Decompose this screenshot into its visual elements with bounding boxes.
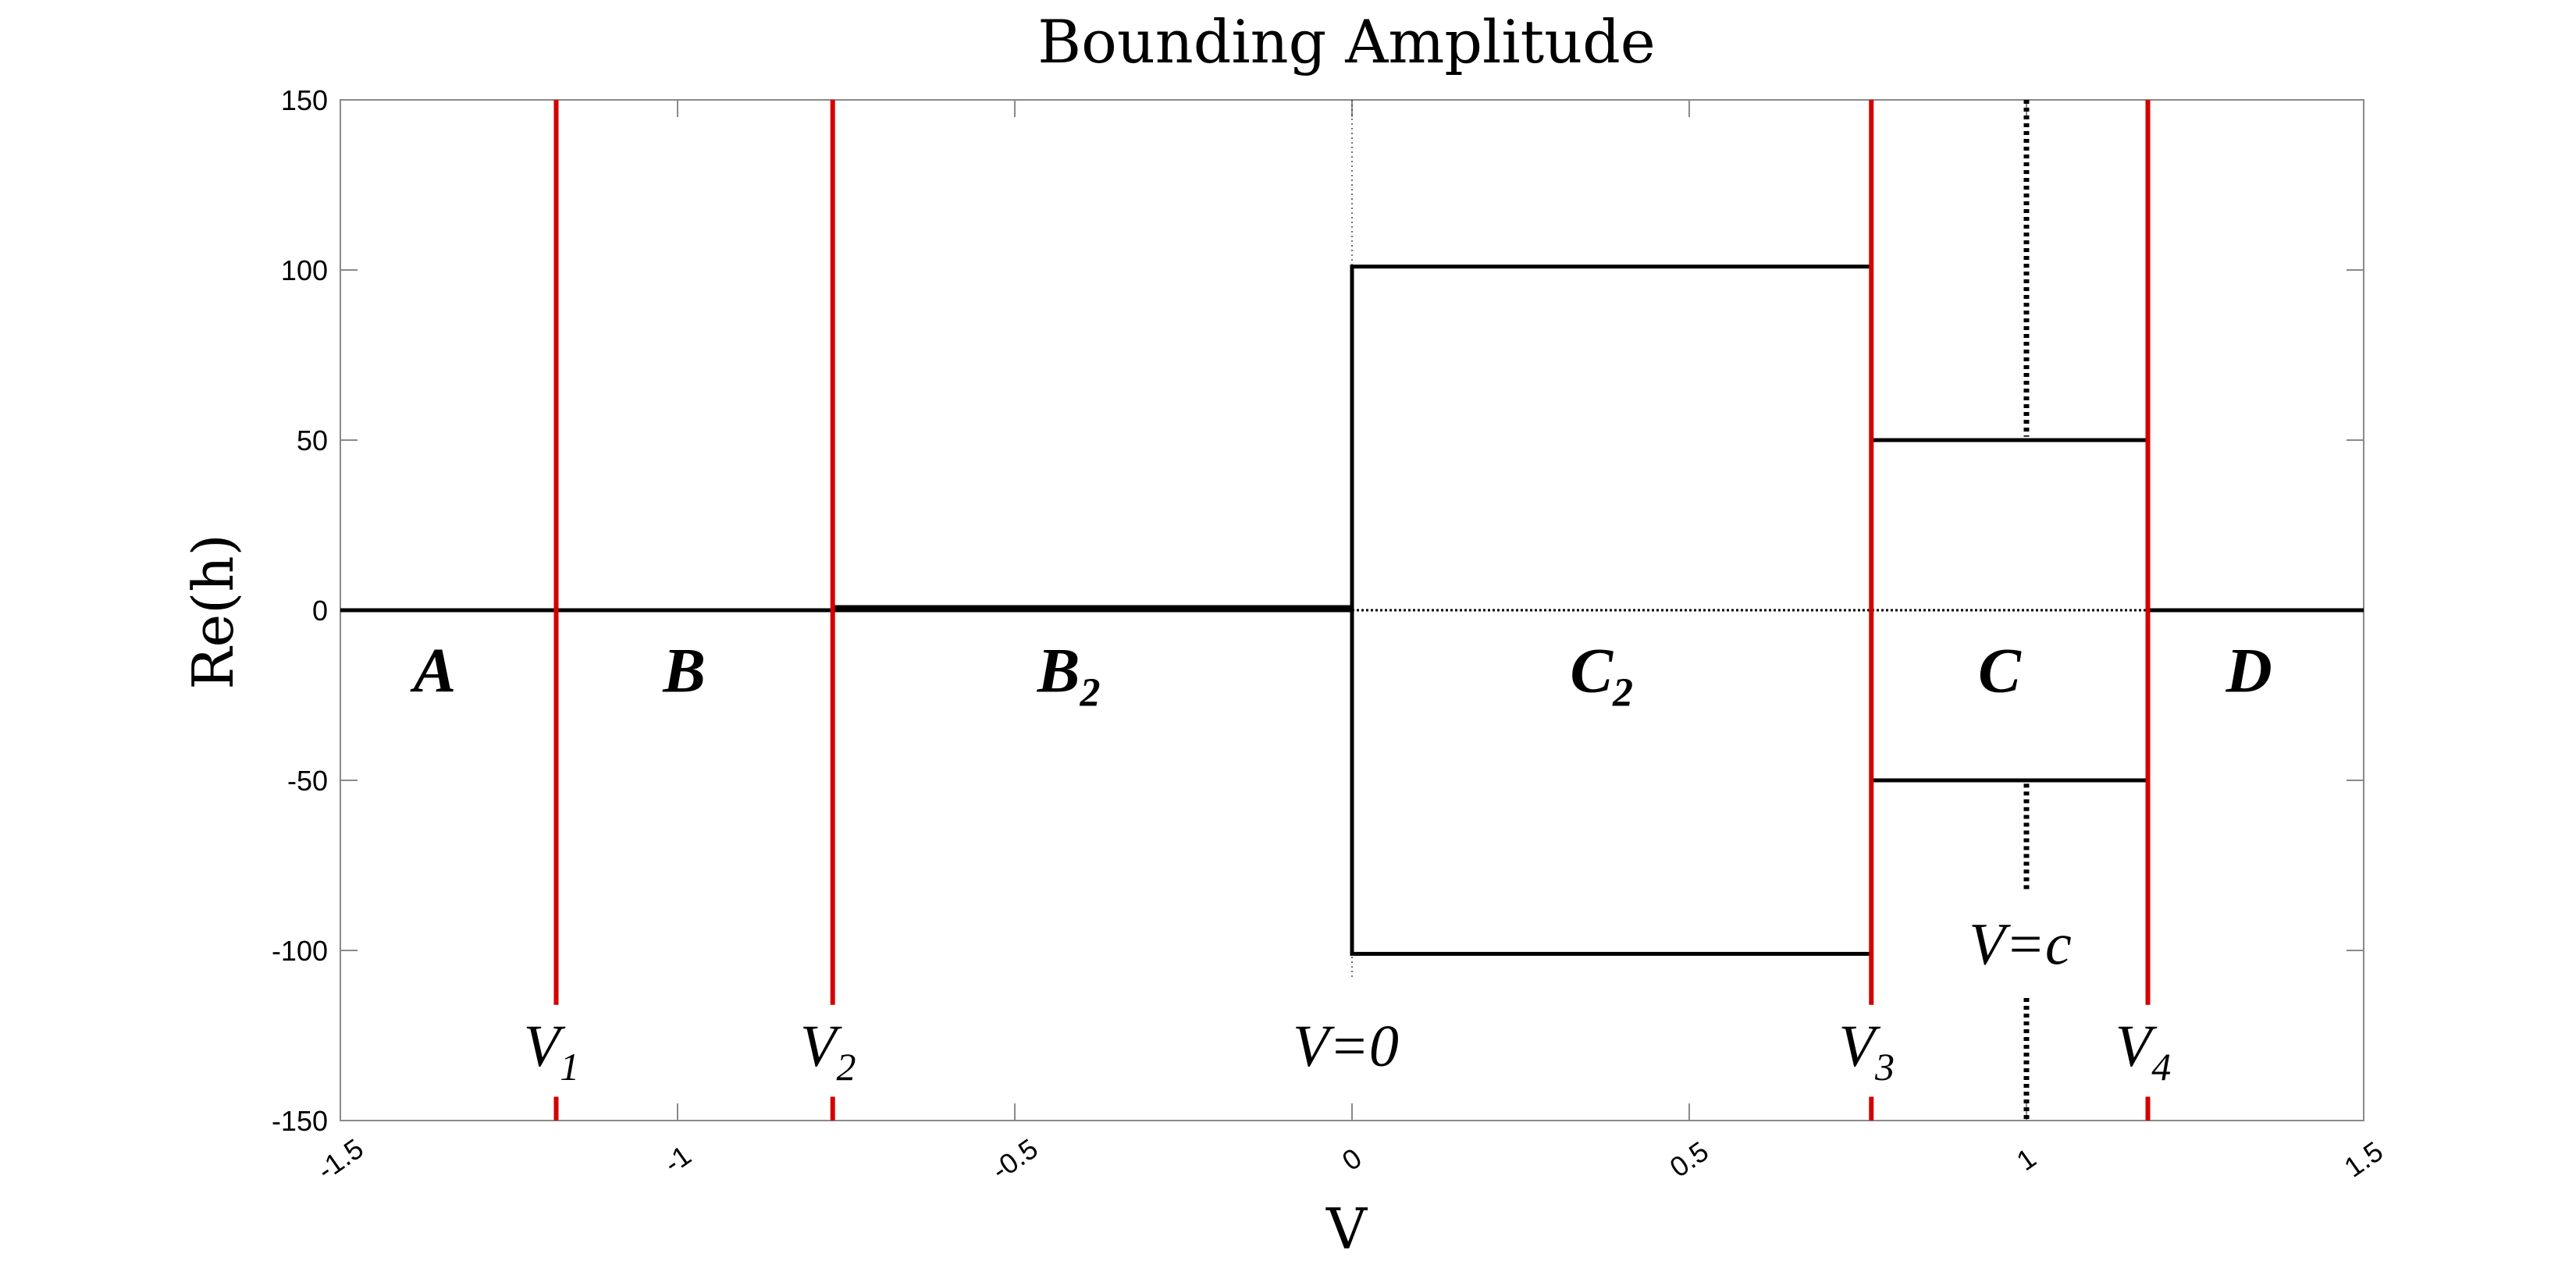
boundary-label-1: V1 [524, 1014, 579, 1089]
x-axis-label: V [1325, 1196, 1368, 1257]
series-line-2 [1350, 610, 2151, 956]
x-tick-label: 1.5 [2338, 1135, 2389, 1183]
boundary-label-4: V4 [2115, 1014, 2171, 1089]
reference-label-vc: V=c [1969, 911, 2071, 977]
y-axis-label: Re(h) [180, 534, 246, 689]
region-label-D: D [2226, 635, 2272, 706]
region-label-B: B [662, 635, 706, 706]
x-tick-label: 1 [2011, 1142, 2042, 1177]
region-label-C: C [1978, 635, 2022, 706]
boundary-label-3: V3 [1839, 1014, 1895, 1089]
y-tick-label: 0 [312, 595, 328, 627]
y-tick-label: 50 [297, 424, 328, 456]
y-tick-label: 150 [281, 84, 328, 116]
series-line-1 [340, 265, 2364, 613]
boundary-label-2: V2 [800, 1014, 856, 1089]
x-tick-label: -0.5 [986, 1132, 1044, 1186]
y-tick-label: -150 [272, 1105, 328, 1137]
x-tick-label: 0 [1336, 1142, 1368, 1177]
y-tick-label: 100 [281, 254, 328, 286]
y-tick-label: -50 [287, 765, 328, 797]
x-tick-label: 0.5 [1663, 1135, 1714, 1183]
region-label-A: A [410, 635, 457, 706]
region-label-B2: B2 [1037, 635, 1101, 716]
region-label-C2: C2 [1570, 635, 1633, 716]
plot-layer: -1.5 -1 -0.5 0 0.5 1 1.5 150 100 50 0 -50 -100 -150 V1… [272, 84, 2389, 1186]
x-tick-label: -1 [658, 1139, 697, 1180]
y-tick-label: -100 [272, 935, 328, 967]
reference-label-v0: V=0 [1293, 1014, 1399, 1079]
chart-title: Bounding Amplitude [1037, 7, 1656, 76]
x-tick-label: -1.5 [311, 1132, 369, 1186]
